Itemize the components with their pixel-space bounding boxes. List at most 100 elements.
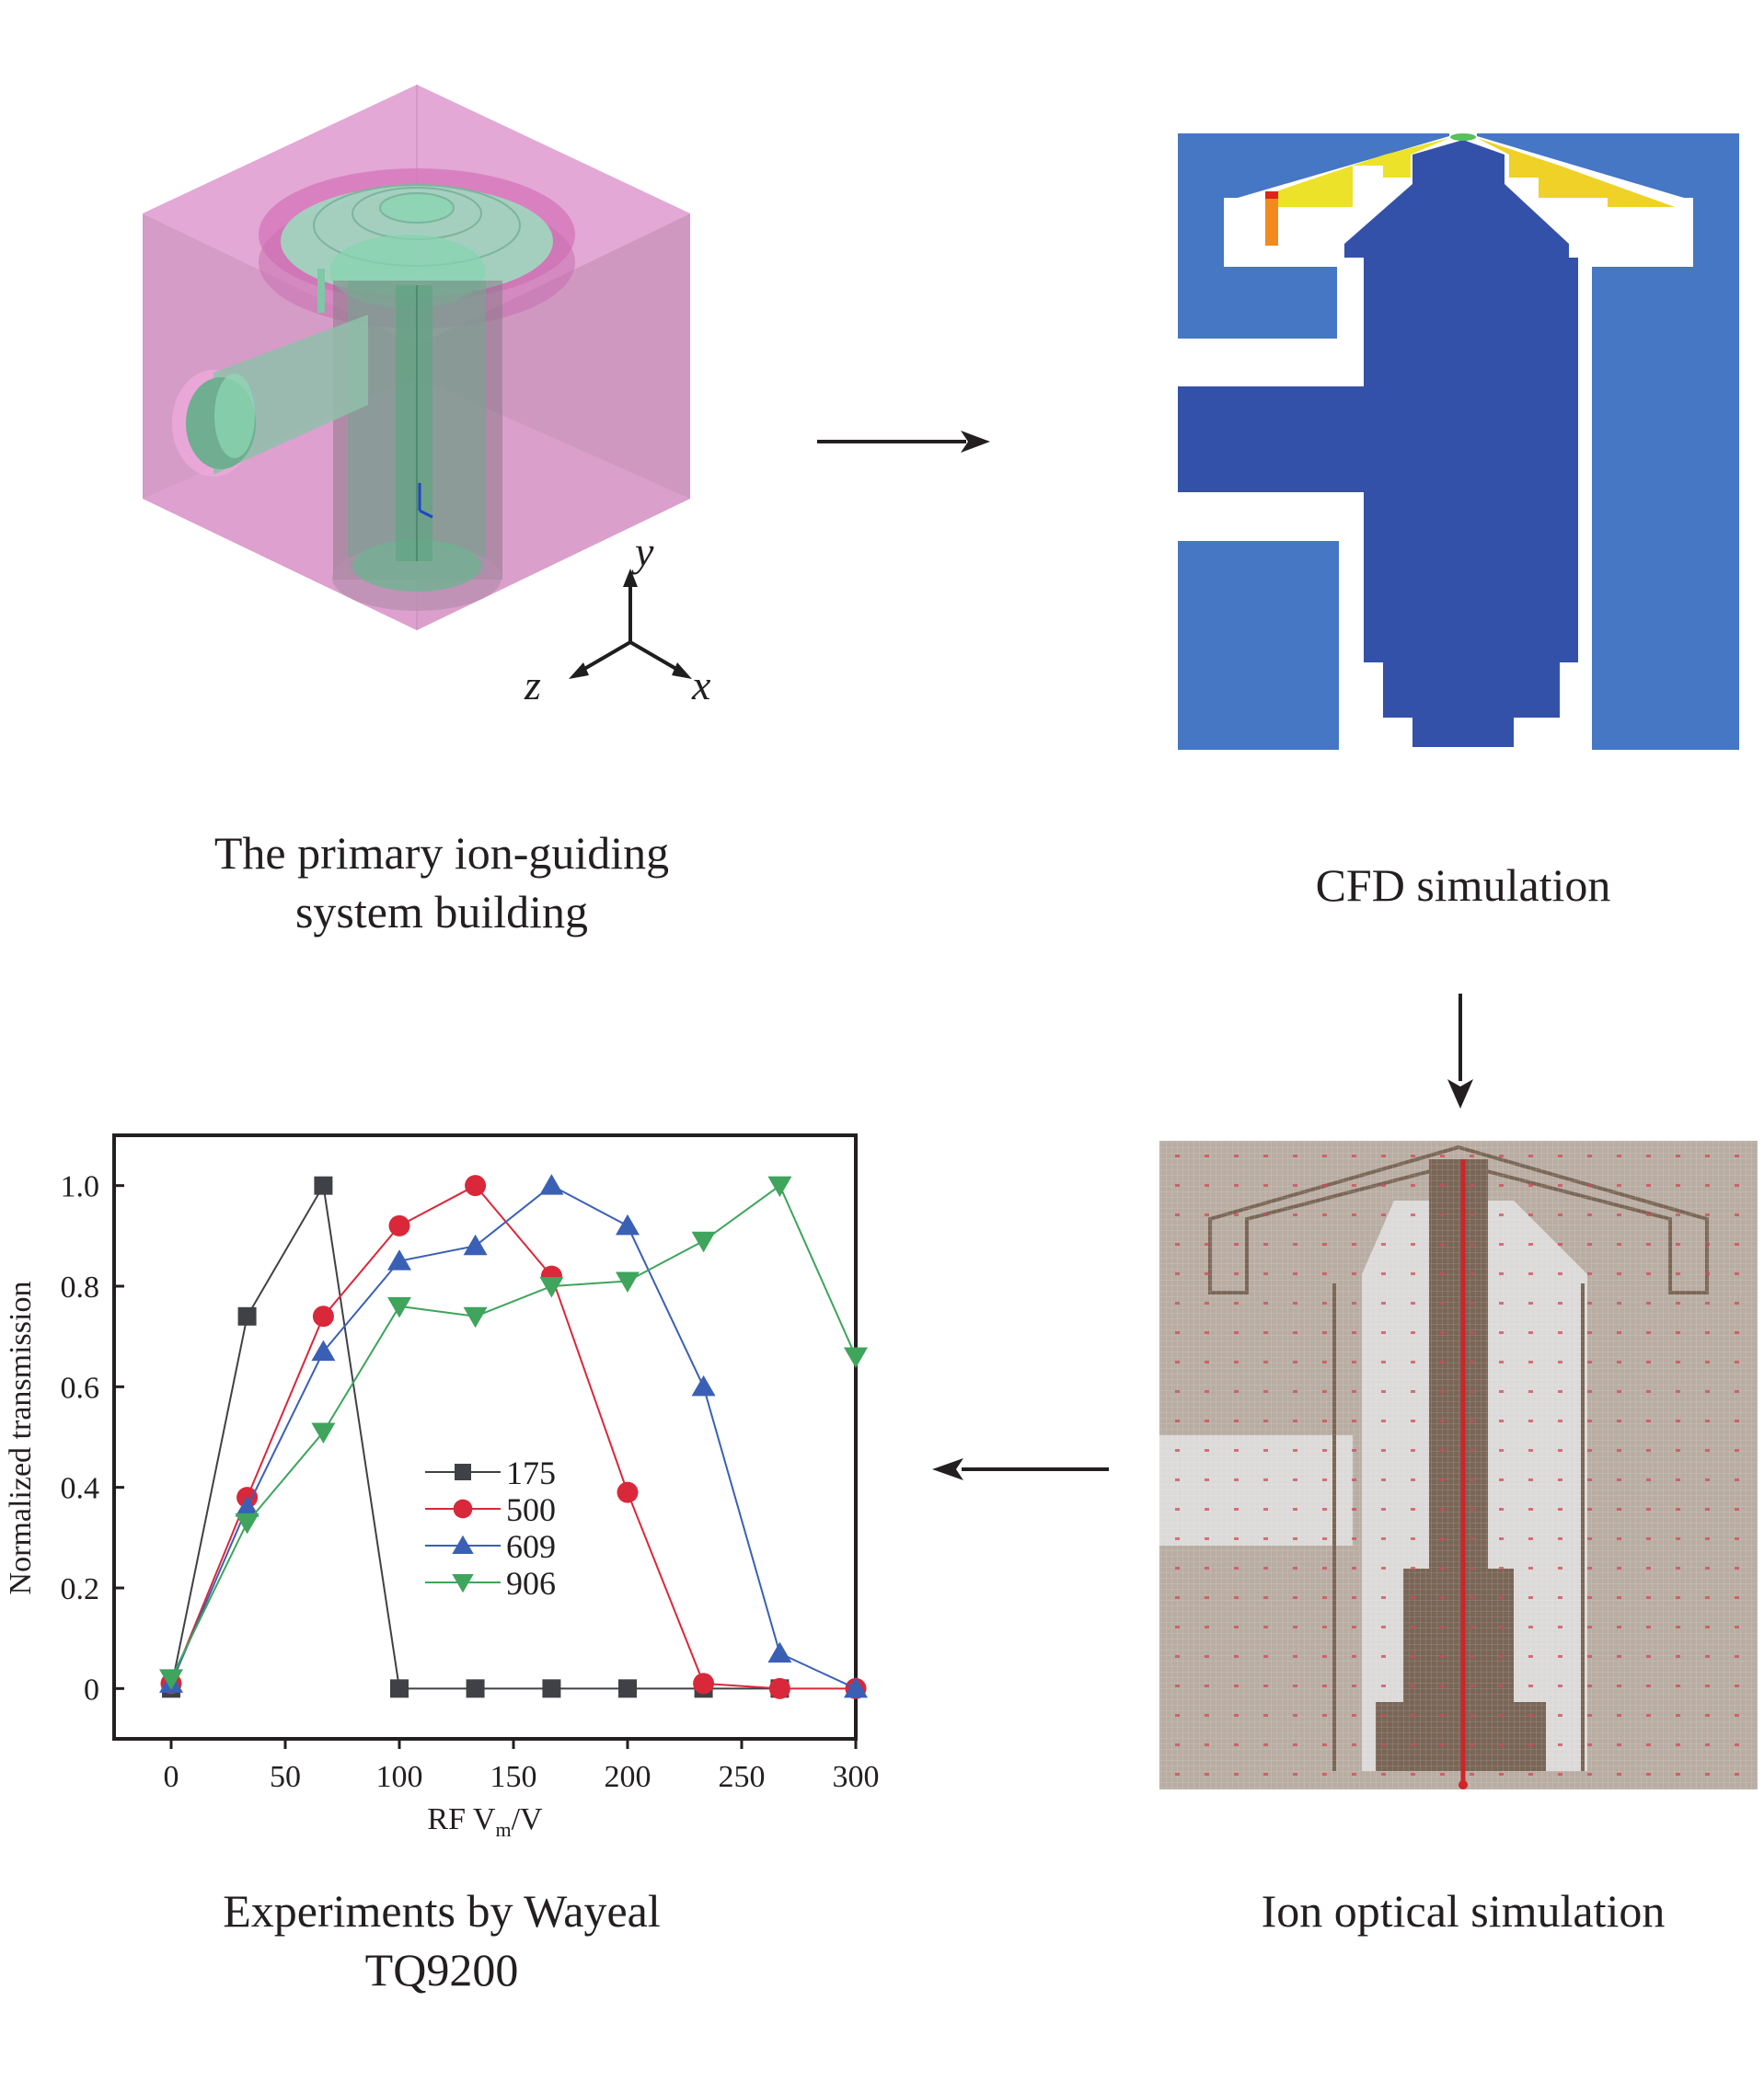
field-point bbox=[1293, 1214, 1297, 1216]
field-point bbox=[1322, 1714, 1327, 1717]
field-point bbox=[1646, 1449, 1651, 1452]
y-tick-label: 0 bbox=[84, 1673, 99, 1707]
field-point bbox=[1470, 1567, 1474, 1570]
field-point bbox=[1735, 1567, 1739, 1570]
field-point bbox=[1205, 1773, 1209, 1776]
x-axis-label-sub: m bbox=[495, 1818, 511, 1841]
field-point bbox=[1411, 1420, 1415, 1422]
field-point bbox=[1646, 1420, 1651, 1422]
field-point bbox=[1381, 1714, 1386, 1717]
field-point bbox=[1205, 1508, 1209, 1511]
field-point bbox=[1676, 1567, 1680, 1570]
field-point bbox=[1499, 1184, 1504, 1187]
field-point bbox=[1411, 1361, 1415, 1363]
field-point bbox=[1676, 1184, 1680, 1187]
field-point bbox=[1528, 1155, 1533, 1157]
field-point bbox=[1322, 1567, 1327, 1570]
cfd-wall-left-lower bbox=[1178, 541, 1339, 750]
field-point bbox=[1499, 1626, 1504, 1628]
field-point bbox=[1558, 1655, 1562, 1658]
data-point-609 bbox=[387, 1249, 411, 1271]
field-point bbox=[1440, 1214, 1445, 1216]
field-point bbox=[1735, 1243, 1739, 1246]
field-point bbox=[1705, 1567, 1710, 1570]
arrow-ion-optical-to-experiment bbox=[932, 1458, 1109, 1480]
field-point bbox=[1499, 1478, 1504, 1481]
arrow-right-icon bbox=[961, 431, 990, 453]
data-point-906 bbox=[387, 1296, 411, 1318]
field-point bbox=[1381, 1773, 1386, 1776]
field-point bbox=[1440, 1626, 1445, 1628]
field-point bbox=[1322, 1537, 1327, 1540]
field-point bbox=[1528, 1331, 1533, 1334]
field-point bbox=[1234, 1714, 1239, 1717]
x-axis-label: RF Vm/V bbox=[427, 1802, 543, 1841]
data-point-609 bbox=[463, 1234, 488, 1256]
field-point bbox=[1175, 1478, 1180, 1481]
field-point bbox=[1263, 1567, 1268, 1570]
field-point bbox=[1263, 1243, 1268, 1246]
field-point bbox=[1558, 1272, 1562, 1275]
field-point bbox=[1440, 1478, 1445, 1481]
field-point bbox=[1263, 1184, 1268, 1187]
field-point bbox=[1646, 1685, 1651, 1687]
field-point bbox=[1411, 1449, 1415, 1452]
field-point bbox=[1234, 1390, 1239, 1393]
field-point bbox=[1558, 1685, 1562, 1687]
field-point bbox=[1705, 1272, 1710, 1275]
field-point bbox=[1411, 1508, 1415, 1511]
field-point bbox=[1352, 1420, 1356, 1422]
field-point bbox=[1499, 1508, 1504, 1511]
field-point bbox=[1234, 1302, 1239, 1305]
field-point bbox=[1676, 1155, 1680, 1157]
data-point-906 bbox=[844, 1347, 868, 1369]
data-point-175 bbox=[542, 1679, 561, 1698]
ion-trajectory-end bbox=[1458, 1780, 1468, 1789]
field-point bbox=[1205, 1685, 1209, 1687]
field-point bbox=[1381, 1390, 1386, 1393]
field-point bbox=[1705, 1361, 1710, 1363]
field-point bbox=[1263, 1302, 1268, 1305]
field-point bbox=[1175, 1390, 1180, 1393]
field-point bbox=[1411, 1302, 1415, 1305]
field-point bbox=[1617, 1626, 1621, 1628]
field-point bbox=[1558, 1714, 1562, 1717]
field-point bbox=[1175, 1655, 1180, 1658]
data-point-500 bbox=[388, 1214, 410, 1237]
field-point bbox=[1263, 1390, 1268, 1393]
field-point bbox=[1411, 1655, 1415, 1658]
data-point-500 bbox=[617, 1481, 639, 1503]
field-point bbox=[1322, 1655, 1327, 1658]
legend-marker-175 bbox=[455, 1464, 471, 1480]
field-point bbox=[1558, 1449, 1562, 1452]
field-point bbox=[1322, 1685, 1327, 1687]
field-point bbox=[1381, 1626, 1386, 1628]
field-point bbox=[1322, 1390, 1327, 1393]
field-point bbox=[1646, 1508, 1651, 1511]
series-906 bbox=[159, 1176, 868, 1690]
side-inlet-tube bbox=[172, 315, 368, 477]
field-point bbox=[1381, 1478, 1386, 1481]
field-point bbox=[1411, 1714, 1415, 1717]
data-point-906 bbox=[463, 1306, 488, 1329]
field-point bbox=[1587, 1184, 1592, 1187]
field-point bbox=[1263, 1331, 1268, 1334]
field-point bbox=[1705, 1655, 1710, 1658]
field-point bbox=[1352, 1155, 1356, 1157]
chart-series bbox=[159, 1174, 868, 1699]
field-point bbox=[1381, 1272, 1386, 1275]
field-point bbox=[1440, 1743, 1445, 1746]
field-point bbox=[1381, 1302, 1386, 1305]
field-point bbox=[1263, 1508, 1268, 1511]
field-point bbox=[1587, 1655, 1592, 1658]
field-point bbox=[1646, 1596, 1651, 1599]
field-point bbox=[1411, 1743, 1415, 1746]
field-point bbox=[1205, 1743, 1209, 1746]
field-point bbox=[1646, 1478, 1651, 1481]
main-cylinder bbox=[317, 269, 502, 611]
field-point bbox=[1381, 1685, 1386, 1687]
field-point bbox=[1322, 1626, 1327, 1628]
legend-label: 906 bbox=[506, 1565, 556, 1602]
field-point bbox=[1411, 1685, 1415, 1687]
